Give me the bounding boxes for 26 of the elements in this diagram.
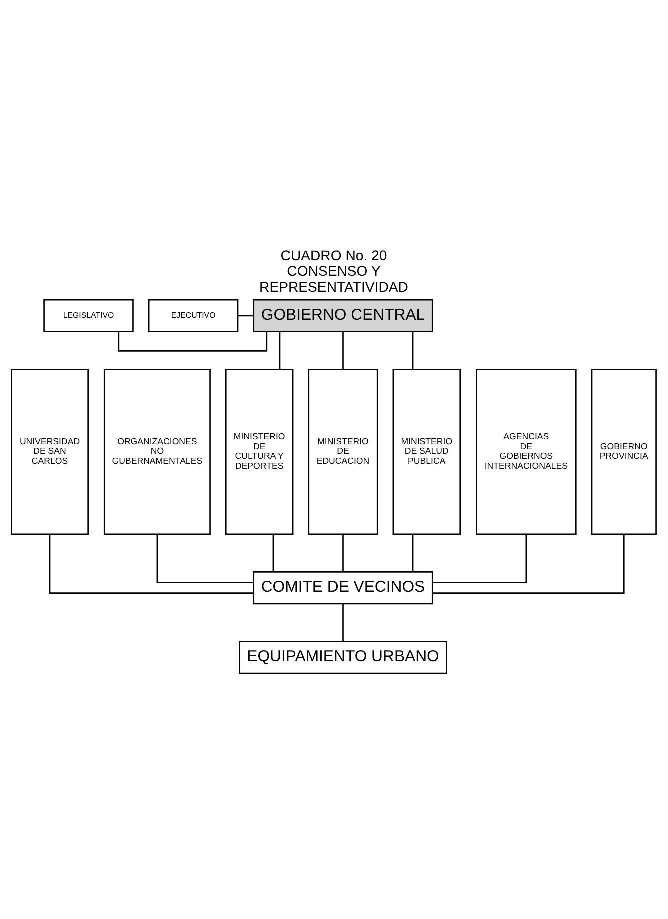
node-box: ORGANIZACIONES NO GUBERNAMENTALES [104, 369, 211, 535]
connector [272, 534, 274, 572]
node-box: GOBIERNO CENTRAL [253, 299, 434, 332]
connector [342, 604, 344, 642]
node-box: MINISTERIO DE EDUCACION [308, 369, 378, 535]
node-box: AGENCIAS DE GOBIERNOS INTERNACIONALES [476, 369, 577, 535]
connector [432, 534, 625, 594]
node-box: GOBIERNO PROVINCIA [591, 369, 657, 535]
connector [412, 332, 414, 370]
node-box: EQUIPAMIENTO URBANO [239, 641, 448, 674]
connector [49, 534, 254, 594]
connector [238, 315, 254, 317]
node-box: MINISTERIO DE CULTURA Y DEPORTES [225, 369, 294, 535]
connector [412, 534, 414, 572]
connector [118, 332, 268, 352]
node-box: COMITE DE VECINOS [253, 572, 434, 605]
connector [342, 534, 344, 572]
connector [279, 332, 281, 370]
diagram-title: CUADRO No. 20 CONSENSO Y REPRESENTATIVIDAD [260, 247, 408, 296]
connector [156, 534, 254, 584]
node-box: EJECUTIVO [148, 299, 239, 332]
node-box: MINISTERIO DE SALUD PUBLICA [392, 369, 462, 535]
connector [342, 332, 344, 370]
node-box: LEGISLATIVO [44, 299, 134, 332]
connector [432, 534, 528, 584]
node-box: UNIVERSIDAD DE SAN CARLOS [11, 369, 89, 535]
